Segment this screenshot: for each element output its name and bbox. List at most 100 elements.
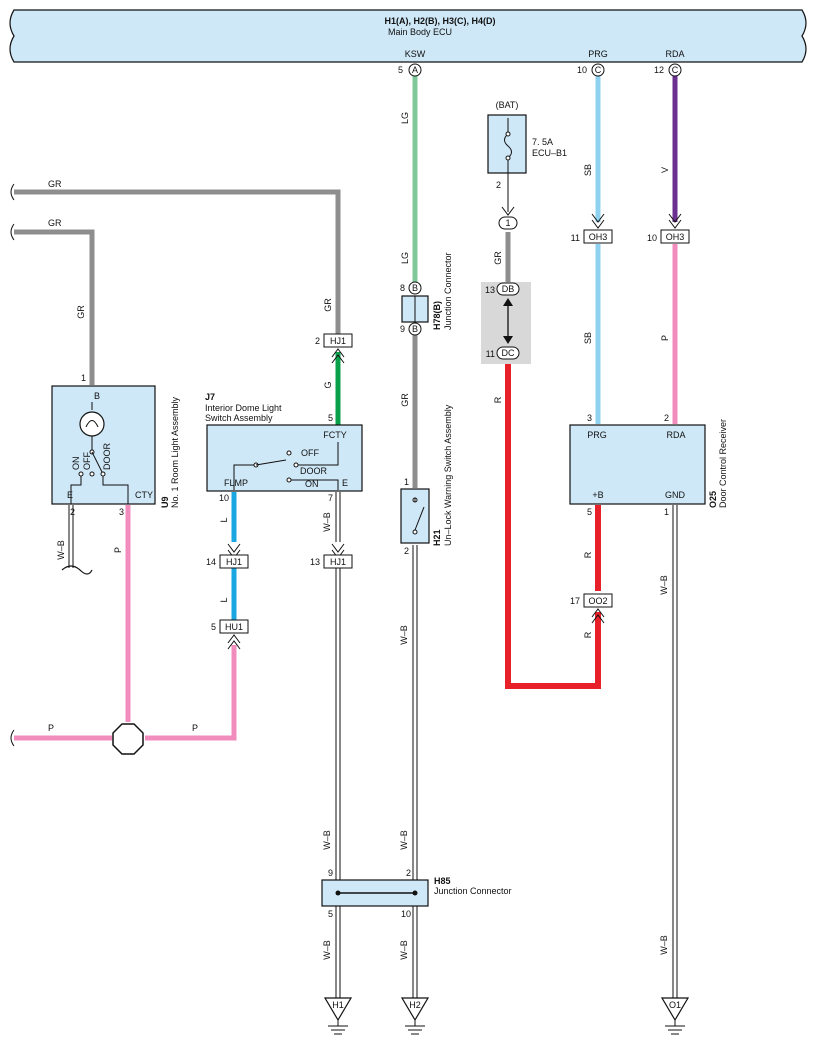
wire-label-r-1: R <box>493 396 503 403</box>
u9-name: No. 1 Room Light Assembly <box>170 396 180 508</box>
connector-oh3-a: 11 OH3 <box>571 213 613 244</box>
connector-oo2: 17 OO2 <box>570 593 613 624</box>
o25-name: Door Control Receiver <box>718 419 728 508</box>
component-o25: 3 2 PRG RDA +B GND 5 1 O25 Door Control … <box>569 413 728 517</box>
o25-id: O25 <box>708 491 718 508</box>
wire-label-r-2: R <box>583 551 593 558</box>
oh3-a-pin: 11 <box>571 233 580 243</box>
ecu-pin-ksw-name: KSW <box>405 49 426 59</box>
component-h21: 1 2 H21 Un–Lock Warning Switch Assembly <box>400 404 453 556</box>
o25-pin-gnd: 1 <box>664 507 669 517</box>
ecu-pin-rda-num: 12 <box>654 65 664 75</box>
wire-r <box>505 360 601 689</box>
fuse-pin: 2 <box>496 180 501 190</box>
wire-label-lg-2: LG <box>400 252 410 264</box>
connector-dc-name: DC <box>502 348 515 358</box>
hj1-c-name: HJ1 <box>330 557 346 567</box>
ecu-pin-prg-name: PRG <box>588 49 608 59</box>
u9-id: U9 <box>160 496 170 508</box>
wire-label-wb-6: W–B <box>399 830 409 850</box>
wire-label-l-1: L <box>219 517 229 522</box>
u9-label-cty: CTY <box>135 490 153 500</box>
hj1-b-name: HJ1 <box>226 557 242 567</box>
connector-dc-pin: 11 <box>486 349 495 359</box>
wire-label-sb-1: SB <box>583 164 593 176</box>
wire-label-wb-5: W–B <box>399 625 409 645</box>
h85-pin-tr: 2 <box>406 868 411 878</box>
wire-label-v: V <box>660 167 670 173</box>
wire-label-gr-6: GR <box>493 251 503 265</box>
o25-pin-rda: 2 <box>664 413 669 423</box>
ground-h1: H1 <box>323 997 353 1035</box>
component-j7: J7 Interior Dome Light Switch Assembly 5… <box>205 392 363 503</box>
u9-label-b: B <box>94 391 100 401</box>
wire-label-wb-2: W–B <box>322 512 332 532</box>
wire-label-wb-3: W–B <box>322 830 332 850</box>
wire-label-p-3: P <box>48 723 54 733</box>
break-marks <box>10 183 93 747</box>
j7-name-line2: Switch Assembly <box>205 413 273 423</box>
connector-oh3-b: 10 OH3 <box>647 213 690 244</box>
fuse-name: ECU–B1 <box>532 148 567 158</box>
wire-label-gr-5: GR <box>400 393 410 407</box>
ecu-pin-rda: 12 C <box>654 63 682 77</box>
ground-h2: H2 <box>400 997 430 1035</box>
fuse-junction-pin: 1 <box>505 218 510 228</box>
connector-db-name: DB <box>502 284 515 294</box>
hj1-a-pin: 2 <box>315 336 320 346</box>
j7-label-fcty: FCTY <box>323 430 347 440</box>
ecu-pin-ksw-num: 5 <box>398 65 403 75</box>
j7-name-line1: Interior Dome Light <box>205 403 282 413</box>
u9-label-on: ON <box>71 457 81 471</box>
oh3-b-name: OH3 <box>666 232 685 242</box>
wire-label-gr-4: GR <box>323 298 333 312</box>
fuse-rating: 7. 5A <box>532 137 553 147</box>
wire-label-wb-1: W–B <box>56 540 66 560</box>
wire-p-hu1 <box>145 645 237 741</box>
ecu-pin-prg: 10 C <box>577 63 605 77</box>
wire-label-wb-9: W–B <box>659 935 669 955</box>
h21-pin-bottom: 2 <box>404 546 409 556</box>
oh3-b-pin: 10 <box>647 233 657 243</box>
wire-label-p-1: P <box>660 335 670 341</box>
wire-label-p-2: P <box>113 547 123 553</box>
wire-label-wb-7: W–B <box>399 940 409 960</box>
wire-label-g: G <box>323 381 333 388</box>
h78-letter-top: B <box>412 283 418 293</box>
u9-pin-top: 1 <box>81 373 86 383</box>
hj1-c-pin: 13 <box>310 557 320 567</box>
h78-letter-bottom: B <box>412 324 418 334</box>
j7-pin-fcty: 5 <box>328 413 333 423</box>
hj1-a-name: HJ1 <box>330 336 346 346</box>
connector-db-dc: 13 DB 11 DC <box>481 282 531 364</box>
h85-pin-br: 10 <box>401 909 411 919</box>
oh3-a-name: OH3 <box>589 232 608 242</box>
u9-pin-cty: 3 <box>119 507 124 517</box>
oo2-pin: 17 <box>570 596 580 606</box>
ground-o1-label: O1 <box>669 1000 681 1010</box>
j7-pin-e: 7 <box>328 493 333 503</box>
h85-name: Junction Connector <box>434 886 512 896</box>
h78-name: Junction Connector <box>443 252 453 330</box>
wire-label-r-3: R <box>583 631 593 638</box>
wire-label-gr-3: GR <box>76 305 86 319</box>
h85-pin-bl: 5 <box>328 909 333 919</box>
ground-h1-label: H1 <box>332 1000 344 1010</box>
ecu-pin-prg-letter: C <box>595 65 602 75</box>
junction-h85: 9 2 5 10 H85 Junction Connector <box>321 868 512 919</box>
connector-db-pin: 13 <box>485 285 495 295</box>
j7-label-e: E <box>342 478 348 488</box>
wire-label-wb-8: W–B <box>659 575 669 595</box>
h78-pin-top: 8 <box>400 283 405 293</box>
connector-hu1: 5 HU1 <box>211 619 249 650</box>
wire-labels: GR GR GR GR G LG LG GR GR R SB SB V P R … <box>48 112 670 960</box>
h85-id: H85 <box>434 876 451 886</box>
fuse-bat-label: (BAT) <box>496 100 519 110</box>
wire-label-wb-4: W–B <box>322 940 332 960</box>
u9-label-e: E <box>67 490 73 500</box>
junction-h78: 8 B B 9 H78(B) Junction Connector <box>400 252 453 336</box>
connector-hj1-b: 14 HJ1 <box>206 543 249 569</box>
u9-pin-e: 2 <box>70 507 75 517</box>
h78-id: H78(B) <box>432 301 442 330</box>
